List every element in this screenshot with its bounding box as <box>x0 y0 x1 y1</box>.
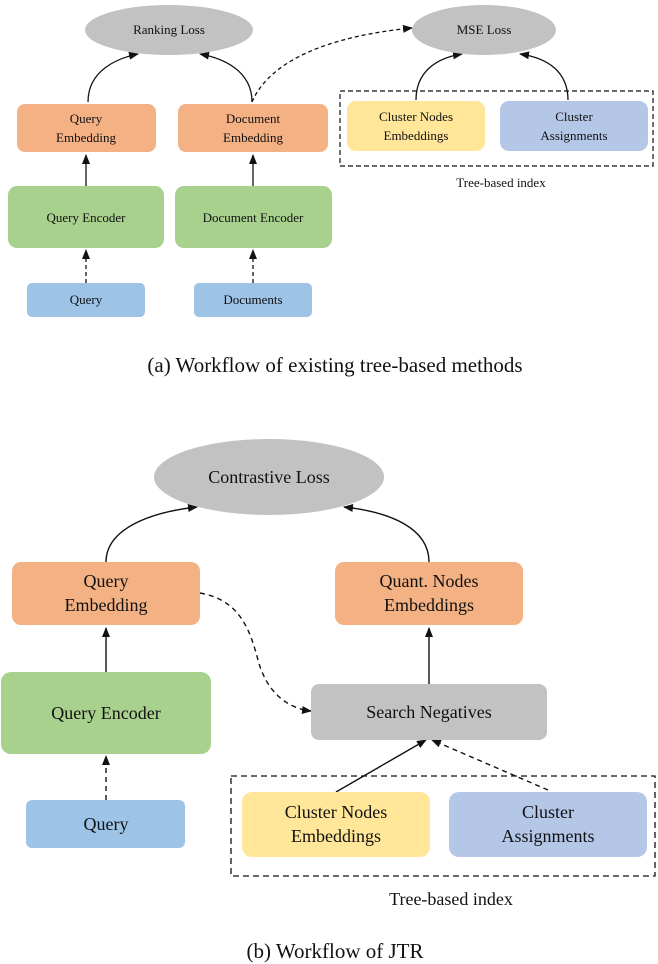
query-encoder-label-a: Query Encoder <box>46 210 126 225</box>
query-embedding-box-b <box>12 562 200 625</box>
cluster-nodes-label-b-line2: Embeddings <box>291 826 381 846</box>
quant-nodes-embeddings-box <box>335 562 523 625</box>
cluster-assignments-label-a-line2: Assignments <box>540 128 607 143</box>
cluster-nodes-label-b-line1: Cluster Nodes <box>285 802 388 822</box>
tree-index-label-b: Tree-based index <box>389 889 513 909</box>
connector-cluster-assign-to-mse-loss <box>519 51 569 101</box>
connector-cluster-nodes-to-mse-loss <box>415 51 463 101</box>
cluster-nodes-embeddings-box-b <box>242 792 430 857</box>
contrastive-loss-label: Contrastive Loss <box>208 467 330 487</box>
search-negatives-box <box>311 684 547 740</box>
cluster-assignments-label-a-line1: Cluster <box>555 109 593 124</box>
search-negatives-label: Search Negatives <box>366 702 491 722</box>
cluster-assignments-box-b <box>449 792 647 857</box>
document-embedding-box <box>178 104 328 152</box>
query-embedding-node-b: Query Embedding <box>12 562 200 625</box>
cluster-assignments-box-a <box>500 101 648 151</box>
cluster-nodes-embeddings-node-a: Cluster Nodes Embeddings <box>347 101 485 151</box>
query-embedding-label-a-line2: Embedding <box>56 130 116 145</box>
query-embedding-label-b-line2: Embedding <box>65 595 148 615</box>
quant-nodes-label-line2: Embeddings <box>384 595 474 615</box>
cluster-assignments-label-b-line1: Cluster <box>522 802 574 822</box>
query-encoder-label-b: Query Encoder <box>51 703 160 723</box>
documents-input-label: Documents <box>223 292 282 307</box>
query-encoder-node-a: Query Encoder <box>8 186 164 248</box>
connector-doc-emb-to-mse-loss <box>251 24 413 103</box>
document-encoder-box <box>175 186 332 248</box>
query-embedding-node-a: Query Embedding <box>17 104 156 152</box>
documents-input-node: Documents <box>194 283 312 317</box>
query-embedding-label-a-line1: Query <box>70 111 103 126</box>
contrastive-loss-node: Contrastive Loss <box>154 439 384 515</box>
connector-cluster-nodes-to-search-negatives <box>335 739 427 793</box>
connector-query-emb-to-contrastive-loss <box>105 504 198 563</box>
documents-input-box <box>194 283 312 317</box>
panel-a: Ranking Loss MSE Loss Query Embedding Do… <box>8 5 654 377</box>
document-embedding-node: Document Embedding <box>178 104 328 152</box>
document-encoder-label: Document Encoder <box>203 210 304 225</box>
caption-b: (b) Workflow of JTR <box>247 939 424 963</box>
query-embedding-box-a <box>17 104 156 152</box>
mse-loss-node: MSE Loss <box>412 5 556 55</box>
query-encoder-box-b <box>1 672 211 754</box>
mse-loss-label: MSE Loss <box>457 22 512 37</box>
cluster-nodes-label-a-line2: Embeddings <box>384 128 449 143</box>
cluster-nodes-embeddings-node-b: Cluster Nodes Embeddings <box>242 792 430 857</box>
document-encoder-node: Document Encoder <box>175 186 332 248</box>
query-input-box-b <box>26 800 185 848</box>
connector-query-emb-to-search-negatives <box>199 592 312 714</box>
ranking-loss-label: Ranking Loss <box>133 22 205 37</box>
connector-doc-emb-to-ranking-loss <box>199 51 253 103</box>
connector-query-emb-to-ranking-loss <box>87 51 139 103</box>
cluster-assignments-node-b: Cluster Assignments <box>449 792 647 857</box>
query-input-node-b: Query <box>26 800 185 848</box>
query-input-label-a: Query <box>70 292 103 307</box>
cluster-assignments-label-b-line2: Assignments <box>501 826 594 846</box>
query-embedding-label-b-line1: Query <box>84 571 129 591</box>
connector-quant-nodes-to-contrastive-loss <box>343 503 430 563</box>
query-input-label-b: Query <box>84 814 129 834</box>
query-input-node-a: Query <box>27 283 145 317</box>
query-encoder-box-a <box>8 186 164 248</box>
quant-nodes-embeddings-node: Quant. Nodes Embeddings <box>335 562 523 625</box>
quant-nodes-label-line1: Quant. Nodes <box>380 571 479 591</box>
contrastive-loss-ellipse <box>154 439 384 515</box>
cluster-nodes-label-a-line1: Cluster Nodes <box>379 109 453 124</box>
ranking-loss-ellipse <box>85 5 253 55</box>
mse-loss-ellipse <box>412 5 556 55</box>
caption-a: (a) Workflow of existing tree-based meth… <box>147 353 522 377</box>
connector-cluster-assign-to-search-negatives <box>431 739 549 791</box>
query-input-box-a <box>27 283 145 317</box>
cluster-assignments-node-a: Cluster Assignments <box>500 101 648 151</box>
cluster-nodes-embeddings-box-a <box>347 101 485 151</box>
panel-b: Contrastive Loss Query Embedding Quant. … <box>1 439 656 963</box>
search-negatives-node: Search Negatives <box>311 684 547 740</box>
tree-index-dashed-border-b <box>230 775 656 877</box>
tree-index-dashed-border-a <box>339 90 654 167</box>
document-embedding-label-line2: Embedding <box>223 130 283 145</box>
tree-index-label-a: Tree-based index <box>456 175 546 190</box>
query-encoder-node-b: Query Encoder <box>1 672 211 754</box>
document-embedding-label-line1: Document <box>226 111 281 126</box>
ranking-loss-node: Ranking Loss <box>85 5 253 55</box>
